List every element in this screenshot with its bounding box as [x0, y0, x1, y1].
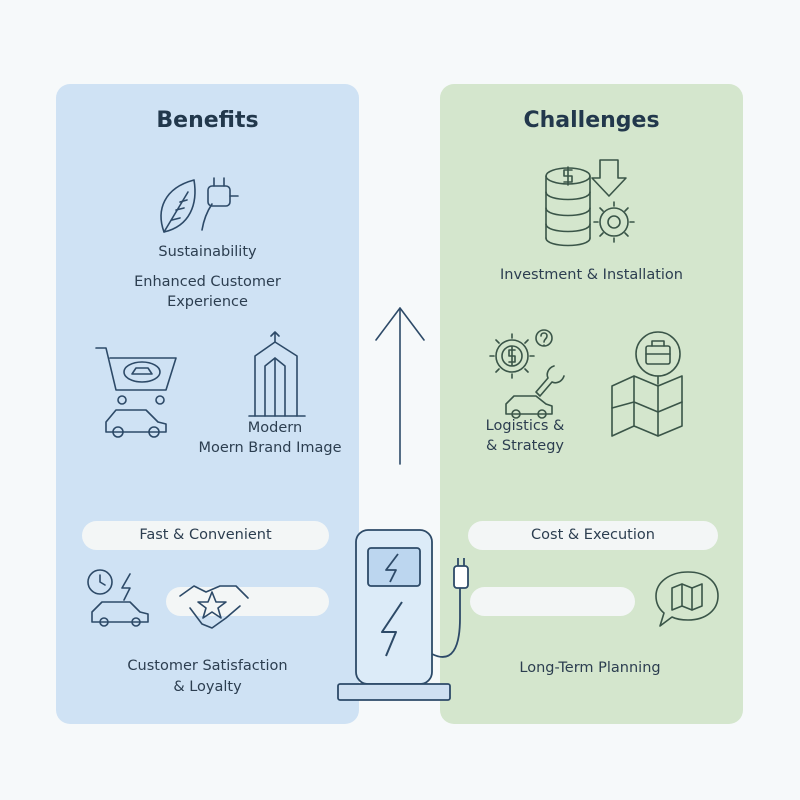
gear-wrench-car-icon — [489, 329, 565, 419]
up-arrow-icon — [375, 307, 425, 465]
challenges-title: Challenges — [523, 108, 660, 133]
planning-label: Long-Term Planning — [519, 660, 661, 676]
ev-charger-icon — [337, 529, 469, 701]
clock-car-icon — [87, 569, 149, 627]
customer-experience-label-2: Experience — [167, 294, 248, 310]
challenges-panel — [440, 84, 743, 724]
brand-label-2: Moern Brand Image — [198, 440, 342, 456]
map-briefcase-icon — [611, 331, 683, 437]
shopping-cart-car-icon — [95, 347, 177, 438]
investment-label: Investment & Installation — [500, 267, 683, 283]
building-icon — [248, 331, 306, 417]
brand-label-1: Modern — [247, 420, 303, 436]
benefits-title: Benefits — [156, 108, 259, 133]
logistics-label-1: Logistics & — [485, 418, 565, 434]
speech-bubble-map-icon — [655, 571, 719, 627]
satisfaction-label-2: & Loyalty — [173, 679, 242, 695]
handshake-star-icon — [179, 585, 249, 629]
sustainability-label: Sustainability — [158, 244, 257, 260]
fast-convenient-pill: Fast & Convenient — [82, 521, 329, 550]
cost-execution-pill: Cost & Execution — [468, 521, 718, 550]
satisfaction-label-1: Customer Satisfaction — [127, 658, 288, 674]
leaf-plug-icon — [160, 177, 239, 233]
coins-gear-icon — [545, 159, 635, 247]
customer-experience-label-1: Enhanced Customer — [134, 274, 281, 290]
challenges-blank-pill — [470, 587, 635, 616]
logistics-label-2: & Strategy — [485, 438, 565, 454]
